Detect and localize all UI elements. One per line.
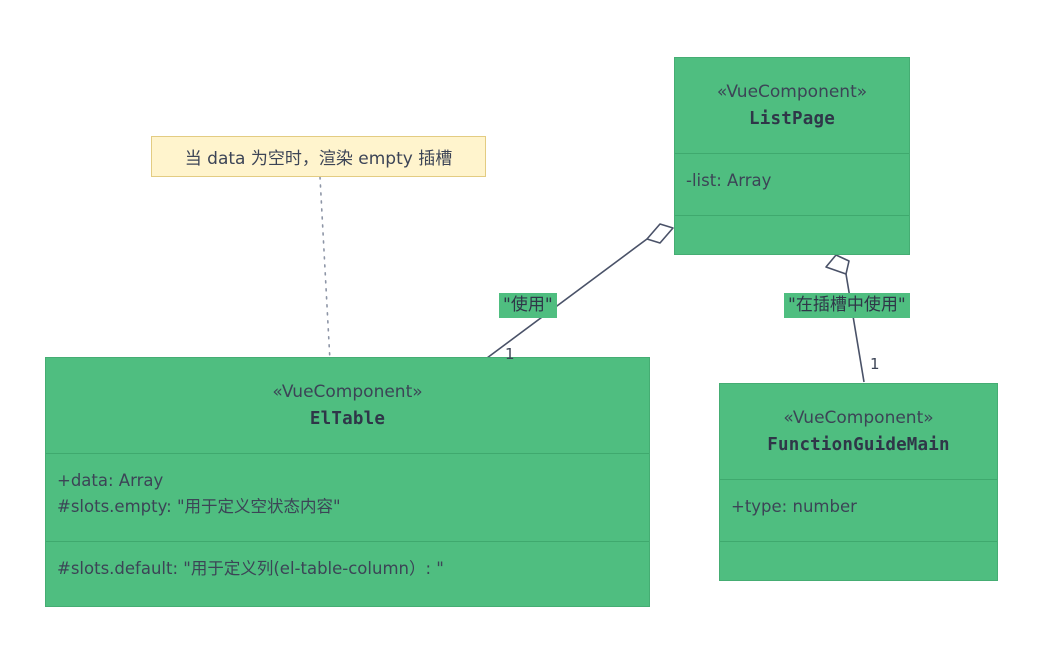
class-methods-listpage: [675, 214, 909, 254]
aggregation-diamond-functionguidemain: [825, 254, 850, 275]
edge-multiplicity-eltable: 1: [505, 345, 515, 363]
class-methods-functionguidemain: [720, 540, 997, 580]
class-attribute: +data: Array: [57, 470, 164, 490]
note-anchor-line: [319, 176, 331, 362]
note-text: 当 data 为空时，渲染 empty 插槽: [184, 149, 453, 169]
class-name: ElTable: [309, 408, 386, 429]
class-stereotype: «VueComponent»: [716, 82, 868, 102]
edge-label-slot-usage: "在插槽中使用": [784, 293, 910, 319]
class-box-eltable[interactable]: «VueComponent» ElTable +data: Array #slo…: [45, 357, 650, 607]
class-box-listpage[interactable]: «VueComponent» ListPage -list: Array: [674, 57, 910, 255]
class-header-eltable: «VueComponent» ElTable: [46, 358, 649, 453]
aggregation-diamond-eltable: [646, 223, 674, 244]
class-attribute: +type: number: [731, 496, 857, 516]
class-method: #slots.default: "用于定义列(el-table-column）:…: [57, 558, 444, 578]
class-attributes-listpage: -list: Array: [675, 152, 909, 215]
edge-listpage-functionguidemain-line: [845, 273, 865, 383]
class-attributes-functionguidemain: +type: number: [720, 478, 997, 541]
note-empty-slot: 当 data 为空时，渲染 empty 插槽: [151, 136, 486, 177]
edge-label-usage: "使用": [499, 293, 557, 319]
class-methods-eltable: #slots.default: "用于定义列(el-table-column）:…: [46, 540, 649, 606]
class-stereotype: «VueComponent»: [272, 382, 423, 402]
class-name: ListPage: [749, 108, 835, 129]
class-header-functionguidemain: «VueComponent» FunctionGuideMain: [720, 384, 997, 479]
edge-multiplicity-functionguidemain: 1: [870, 355, 880, 373]
class-name: FunctionGuideMain: [767, 434, 950, 455]
class-attribute: #slots.empty: "用于定义空状态内容": [57, 497, 341, 517]
class-attribute: -list: Array: [686, 170, 772, 190]
class-header-listpage: «VueComponent» ListPage: [675, 58, 909, 153]
class-box-functionguidemain[interactable]: «VueComponent» FunctionGuideMain +type: …: [719, 383, 998, 581]
class-attributes-eltable: +data: Array #slots.empty: "用于定义空状态内容": [46, 452, 649, 541]
class-stereotype: «VueComponent»: [783, 408, 934, 428]
